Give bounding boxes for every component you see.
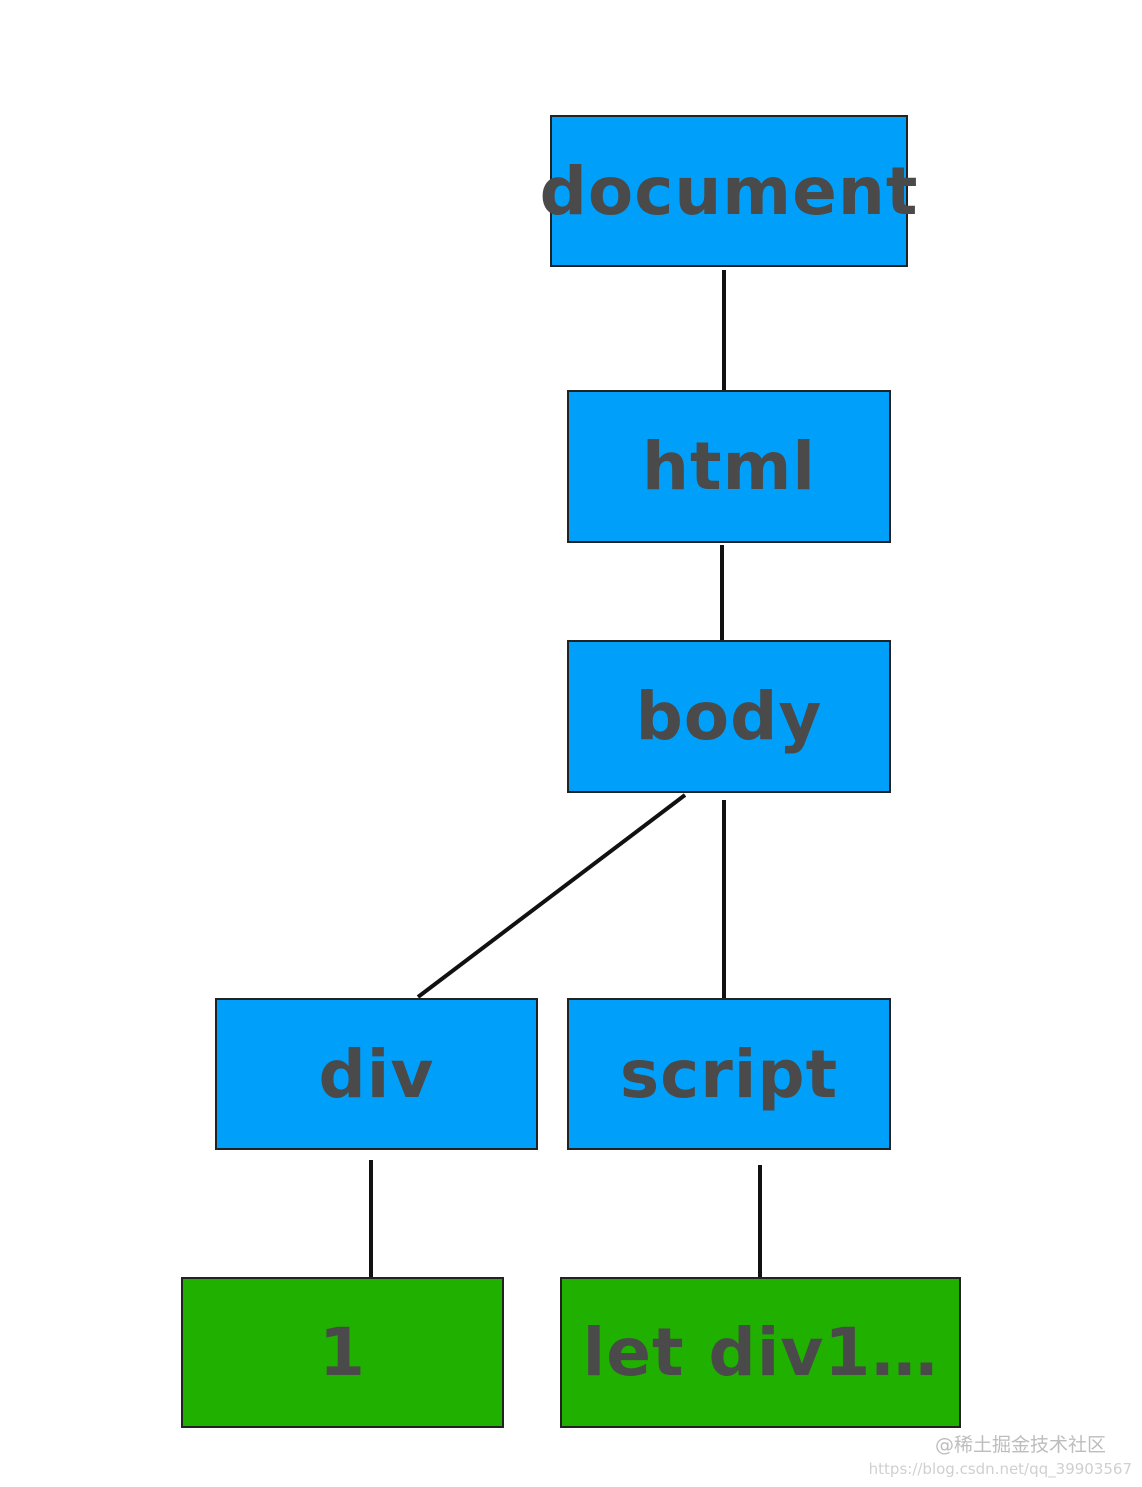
node-html: html	[567, 390, 891, 543]
node-html-label: html	[642, 428, 816, 505]
node-text-2-label: let div1…	[582, 1314, 939, 1391]
node-document-label: document	[539, 152, 919, 230]
node-body-label: body	[635, 678, 823, 755]
watermark-site: @稀土掘金技术社区	[934, 1434, 1106, 1456]
node-script-label: script	[619, 1035, 839, 1113]
node-document: document	[540, 115, 917, 267]
node-body: body	[567, 640, 891, 793]
node-text-2: let div1…	[560, 1277, 961, 1428]
edge-body-div	[416, 793, 687, 999]
node-div: div	[215, 998, 538, 1150]
node-div-label: div	[318, 1035, 435, 1113]
node-script: script	[567, 998, 891, 1150]
watermark-url: https://blog.csdn.net/qq_39903567	[868, 1460, 1132, 1478]
node-text-1-label: 1	[319, 1314, 366, 1391]
node-text-1: 1	[181, 1277, 504, 1428]
